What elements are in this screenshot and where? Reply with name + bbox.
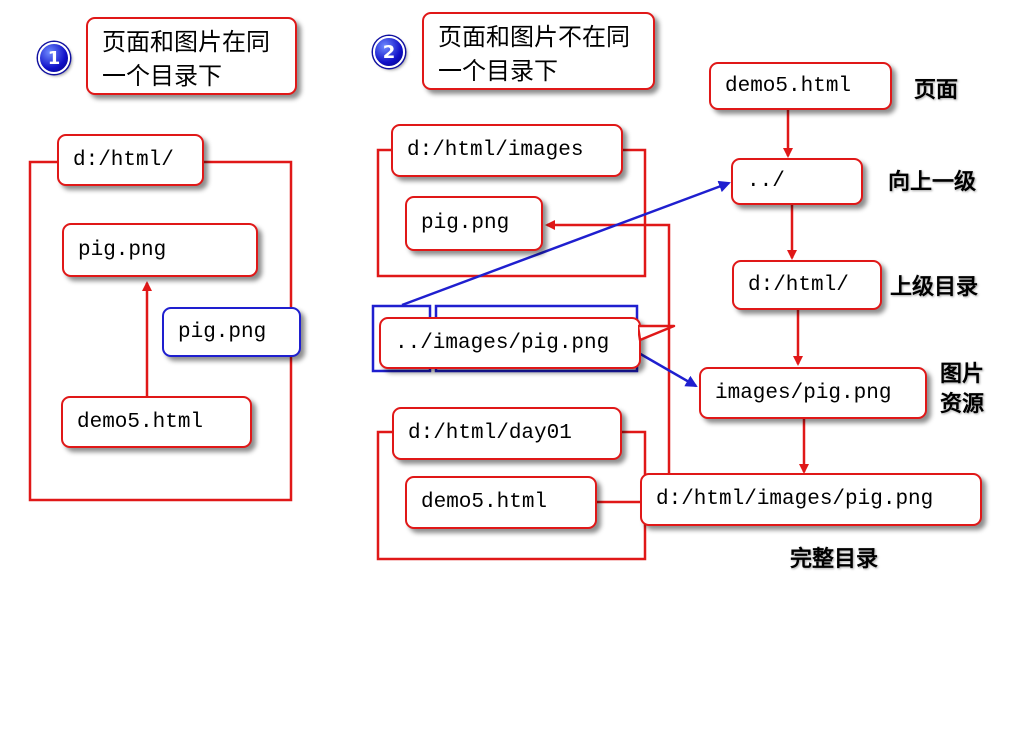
resolution-up-box: ../: [731, 158, 863, 205]
pig-png-callout: pig.png: [162, 307, 301, 357]
resolution-up-text: ../: [747, 170, 785, 193]
resolution-full-box: d:/html/images/pig.png: [640, 473, 982, 526]
resolution-parent-text: d:/html/: [748, 273, 849, 297]
folder-day01-label: d:/html/day01: [392, 407, 622, 460]
arrow-demo5-to-pig-section2: [545, 220, 671, 504]
folder-day01-text: d:/html/day01: [408, 422, 572, 445]
resolution-resource-box: images/pig.png: [699, 367, 927, 419]
step-1-badge: 1: [38, 42, 70, 74]
resolution-page-box: demo5.html: [709, 62, 892, 110]
arrow-images-segment-to-resource: [636, 350, 698, 388]
demo5-html-text: demo5.html: [77, 410, 204, 434]
demo5-html-file-section2: demo5.html: [405, 476, 597, 529]
step-2-number: 2: [382, 41, 396, 63]
step-2-badge: 2: [373, 36, 405, 68]
pig-png-file-section2: pig.png: [405, 196, 543, 251]
folder-images-label: d:/html/images: [391, 124, 623, 177]
resolution-up-label: 向上一级: [888, 170, 977, 195]
demo5-html-file: demo5.html: [61, 396, 252, 448]
resolution-resource-label: 图片资源: [940, 362, 985, 417]
pig-png-file: pig.png: [62, 223, 258, 277]
folder-html-text: d:/html/: [73, 148, 174, 172]
resolution-parent-box: d:/html/: [732, 260, 882, 310]
arrow-parent-segment-to-up: [401, 180, 731, 307]
resolution-page-label: 页面: [914, 78, 959, 103]
folder-html-label: d:/html/: [57, 134, 204, 186]
relative-path-text: ../images/pig.png: [395, 331, 610, 355]
pig-png-text: pig.png: [78, 238, 167, 262]
relative-path-pointer: [638, 324, 676, 342]
section1-title: 页面和图片在同一个目录下: [102, 28, 270, 90]
folder-images-text: d:/html/images: [407, 139, 584, 162]
step-1-number: 1: [47, 47, 61, 69]
resolution-resource-text: images/pig.png: [715, 381, 892, 405]
demo5-html-text-section2: demo5.html: [421, 491, 548, 514]
resolution-page-text: demo5.html: [725, 74, 852, 98]
resolution-full-text: d:/html/images/pig.png: [656, 488, 934, 511]
resolution-full-label: 完整目录: [790, 547, 879, 572]
section2-title-box: 页面和图片不在同一个目录下: [422, 12, 655, 90]
pig-png-text-section2: pig.png: [421, 212, 510, 235]
callout-text: pig.png: [178, 320, 267, 344]
relative-path-box: ../images/pig.png: [379, 317, 641, 369]
section2-title: 页面和图片不在同一个目录下: [438, 23, 630, 85]
section1-title-box: 页面和图片在同一个目录下: [86, 17, 297, 95]
resolution-parent-label: 上级目录: [890, 275, 979, 300]
